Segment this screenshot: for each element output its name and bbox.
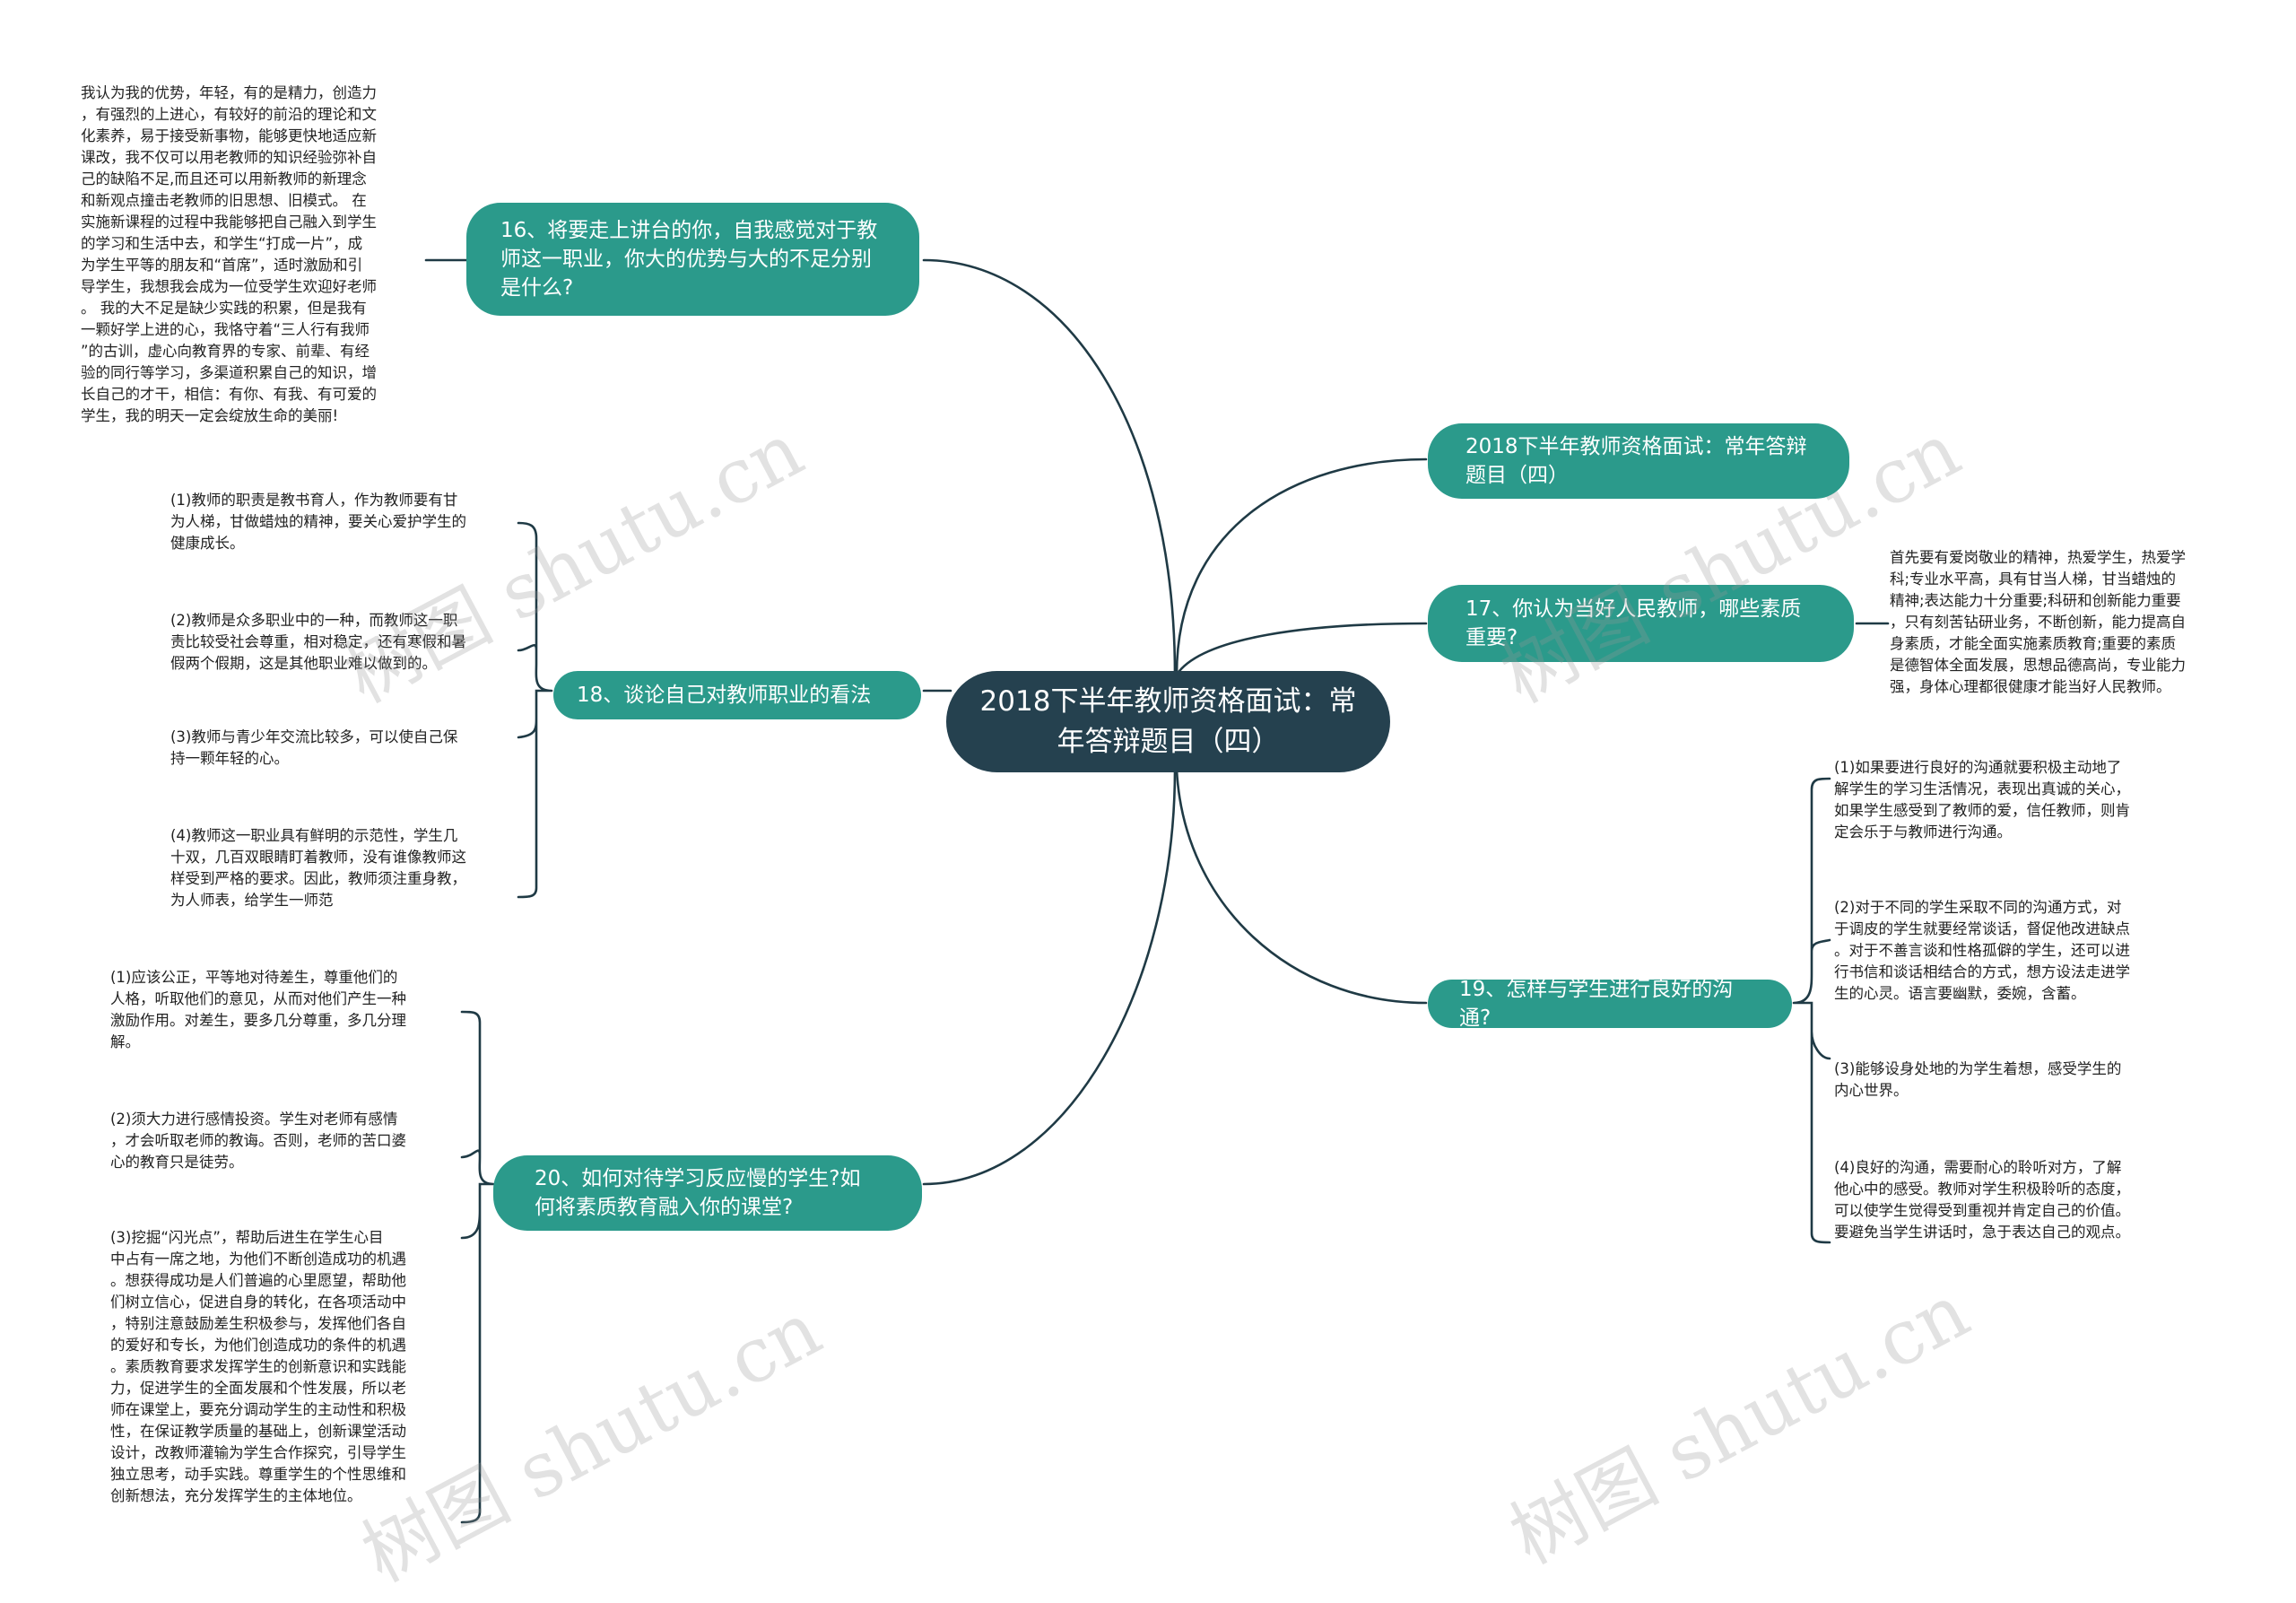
note-18-1: (1)教师的职责是教书育人，作为教师要有甘 为人梯，甘做蜡烛的精神，要关心爱护学… bbox=[170, 492, 466, 552]
branch-title[interactable]: 2018下半年教师资格面试：常年答辩题目（四） bbox=[1428, 423, 1849, 499]
branch-20[interactable]: 20、如何对待学习反应慢的学生?如何将素质教育融入你的课堂? bbox=[493, 1155, 922, 1231]
root-title: 2018下半年教师资格面试：常年答辩题目（四） bbox=[979, 684, 1357, 758]
branch-17-label: 17、你认为当好人民教师，哪些素质重要? bbox=[1465, 597, 1802, 649]
root-topic[interactable]: 2018下半年教师资格面试：常年答辩题目（四） bbox=[946, 671, 1390, 772]
branch-17[interactable]: 17、你认为当好人民教师，哪些素质重要? bbox=[1428, 585, 1854, 662]
note-19-3: (3)能够设身处地的为学生着想，感受学生的 内心世界。 bbox=[1834, 1060, 2122, 1099]
link-b20-notes bbox=[460, 1010, 495, 1524]
branch-18-label: 18、谈论自己对教师职业的看法 bbox=[577, 684, 872, 707]
note-18-4: (4)教师这一职业具有鲜明的示范性，学生几 十双，几百双眼睛盯着教师，没有谁像教… bbox=[170, 827, 466, 909]
branch-19-label: 19、怎样与学生进行良好的沟通? bbox=[1459, 978, 1734, 1030]
link-root-b19 bbox=[1175, 768, 1428, 1005]
note-19-2: (2)对于不同的学生采取不同的沟通方式，对 于调皮的学生就要经常谈话，督促他改进… bbox=[1834, 899, 2130, 1002]
link-b18-notes bbox=[517, 521, 553, 899]
note-17: 首先要有爱岗敬业的精神，热爱学生，热爱学 科;专业水平高，具有甘当人梯，甘当蜡烛… bbox=[1890, 549, 2186, 695]
branch-18[interactable]: 18、谈论自己对教师职业的看法 bbox=[553, 671, 921, 719]
link-root-btitle bbox=[1175, 457, 1428, 676]
note-20-1: (1)应该公正，平等地对待差生，尊重他们的 人格，听取他们的意见，从而对他们产生… bbox=[110, 969, 406, 1050]
branch-16[interactable]: 16、将要走上讲台的你，自我感觉对于教师这一职业，你大的优势与大的不足分别是什么… bbox=[466, 203, 919, 316]
link-root-b20 bbox=[922, 768, 1177, 1186]
note-16: 我认为我的优势，年轻，有的是精力，创造力 ，有强烈的上进心，有较好的前沿的理论和… bbox=[81, 84, 377, 424]
branch-19[interactable]: 19、怎样与学生进行良好的沟通? bbox=[1428, 978, 1792, 1030]
note-20-3: (3)挖掘“闪光点”，帮助后进生在学生心目 中占有一席之地，为他们不断创造成功的… bbox=[110, 1229, 406, 1504]
link-b19-notes bbox=[1792, 777, 1831, 1244]
branch-16-label: 16、将要走上讲台的你，自我感觉对于教师这一职业，你大的优势与大的不足分别是什么… bbox=[500, 219, 878, 300]
branch-20-label: 20、如何对待学习反应慢的学生?如何将素质教育融入你的课堂? bbox=[535, 1167, 861, 1219]
link-root-b17 bbox=[1175, 622, 1428, 676]
note-20-2: (2)须大力进行感情投资。学生对老师有感情 ，才会听取老师的教诲。否则，老师的苦… bbox=[110, 1111, 406, 1171]
note-18-2: (2)教师是众多职业中的一种，而教师这一职 责比较受社会尊重，相对稳定，还有寒假… bbox=[170, 612, 466, 672]
link-root-b16 bbox=[922, 258, 1177, 676]
note-19-1: (1)如果要进行良好的沟通就要积极主动地了 解学生的学习生活情况，表现出真诚的关… bbox=[1834, 759, 2130, 841]
note-18-3: (3)教师与青少年交流比较多，可以使自己保 持一颗年轻的心。 bbox=[170, 728, 458, 767]
note-19-4: (4)良好的沟通，需要耐心的聆听对方，了解 他心中的感受。教师对学生积极聆听的态… bbox=[1834, 1159, 2130, 1241]
branch-title-label: 2018下半年教师资格面试：常年答辩题目（四） bbox=[1465, 435, 1807, 487]
